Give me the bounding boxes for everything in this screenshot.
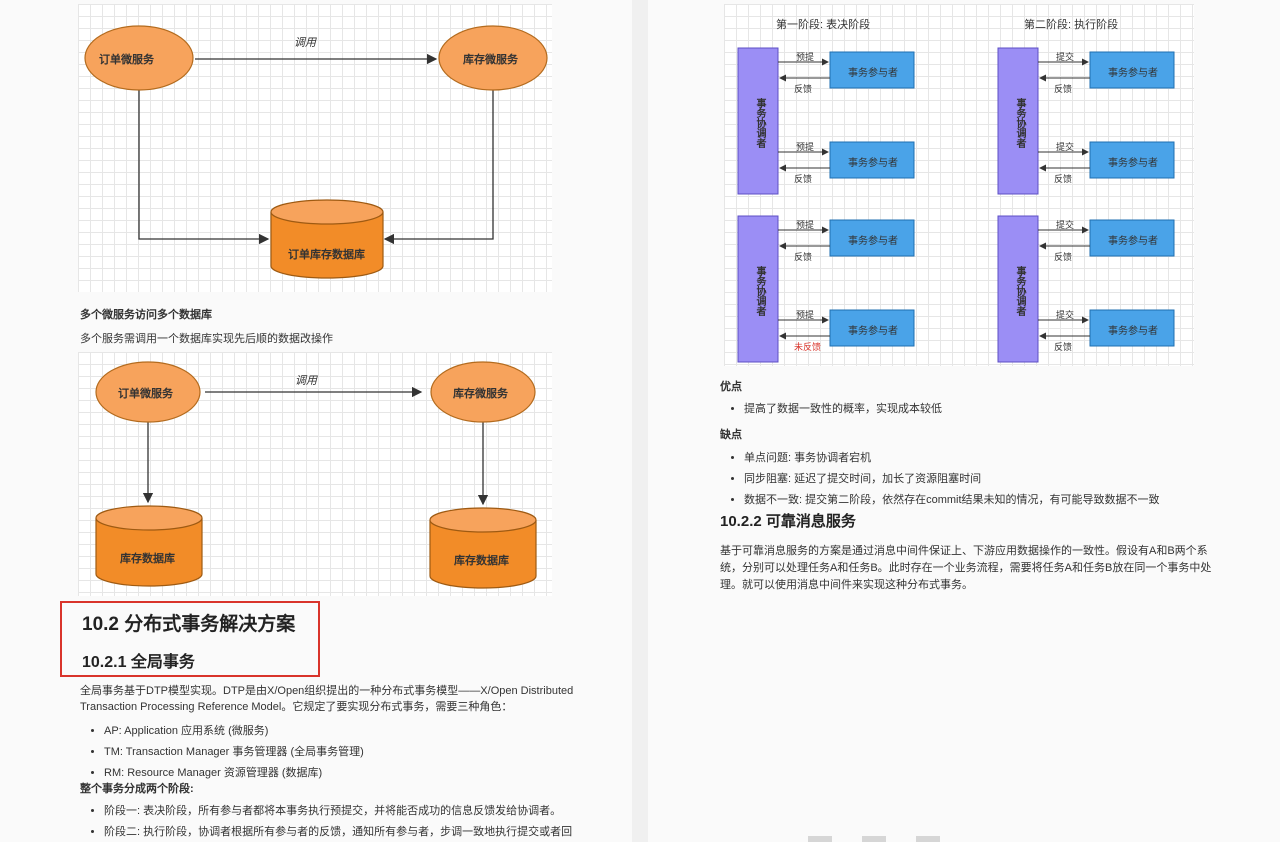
cons-list: 单点问题: 事务协调者宕机 同步阻塞: 延迟了提交时间，加长了资源阻塞时间 数据… (726, 449, 1160, 512)
request-label-q4-1: 提交 (1056, 310, 1075, 320)
heading-10-2-1: 10.2.1 全局事务 (82, 654, 195, 671)
phase1-title: 第一阶段: 表决阶段 (776, 19, 871, 31)
shared-db-cylinder (270, 199, 384, 279)
order-to-db-arrow (138, 90, 270, 245)
response-label-q1-1: 反馈 (794, 174, 813, 184)
cons-title: 缺点 (720, 429, 742, 441)
participant-label-q3-0: 事务参与者 (848, 236, 898, 247)
order-service-label: 订单微服务 (99, 54, 154, 66)
pros-title: 优点 (720, 381, 742, 393)
order-service-label-2: 订单微服务 (118, 388, 173, 400)
inventory-service-label-2: 库存微服务 (453, 388, 508, 400)
participant-label-q2-0: 事务参与者 (1108, 68, 1158, 79)
request-label-q2-0: 提交 (1056, 52, 1075, 62)
request-label-q2-1: 提交 (1056, 142, 1075, 152)
list-item: 单点问题: 事务协调者宕机 (744, 449, 1160, 465)
inventory-service-node (438, 25, 548, 91)
db-left-label: 库存数据库 (120, 553, 175, 565)
db-left-cylinder (95, 505, 203, 587)
response-label-q1-0: 反馈 (794, 84, 813, 94)
response-label-q4-0: 反馈 (1054, 252, 1073, 262)
scrollbar[interactable] (916, 836, 940, 842)
request-label-q4-0: 提交 (1056, 220, 1075, 230)
order-service-node (84, 25, 194, 91)
participant-label-q4-1: 事务参与者 (1108, 326, 1158, 337)
diagram-separate-databases-svg (95, 361, 537, 589)
reliable-msg-line3: 理。就可以使用消息中间件来实现这种分布式事务。 (720, 579, 973, 591)
coordinator-box-q3 (737, 215, 779, 363)
request-label-q1-0: 预提 (796, 52, 815, 62)
list-item: 同步阻塞: 延迟了提交时间，加长了资源阻塞时间 (744, 470, 1160, 486)
response-label-q2-1: 反馈 (1054, 174, 1073, 184)
response-label-q4-1: 反馈 (1054, 342, 1073, 352)
two-phase-commit-svg (737, 47, 1175, 363)
diagram-separate-databases: 调用 订单微服务 库存微服务 库存数据库 库存数据库 (78, 352, 552, 596)
request-label-q3-1: 预提 (796, 310, 815, 320)
participant-box-q2-0 (1089, 51, 1175, 89)
list-item: 数据不一致: 提交第二阶段，依然存在commit结果未知的情况，有可能导致数据不… (744, 491, 1160, 507)
global-tx-intro-line1: 全局事务基于DTP模型实现。DTP是由X/Open组织提出的一种分布式事务模型—… (80, 685, 574, 697)
participant-box-q2-1 (1089, 141, 1175, 179)
call-label: 调用 (294, 37, 316, 49)
participant-box-q4-0 (1089, 219, 1175, 257)
response-label-q3-1: 未反馈 (794, 342, 822, 352)
list-item: 提高了数据一致性的概率，实现成本较低 (744, 400, 942, 416)
reliable-msg-line1: 基于可靠消息服务的方案是通过消息中间件保证上、下游应用数据操作的一致性。假设有A… (720, 545, 1208, 557)
participant-label-q2-1: 事务参与者 (1108, 158, 1158, 169)
heading-10-2-2: 10.2.2 可靠消息服务 (720, 513, 856, 530)
participant-box-q3-0 (829, 219, 915, 257)
participant-label-q3-1: 事务参与者 (848, 326, 898, 337)
pros-list: 提高了数据一致性的概率，实现成本较低 (726, 400, 942, 421)
list-item: 阶段一: 表决阶段，所有参与者都将本事务执行预提交，并将能否成功的信息反馈发给协… (104, 802, 572, 818)
db-right-cylinder (429, 507, 537, 589)
request-label-q3-0: 预提 (796, 220, 815, 230)
coordinator-box-q2 (997, 47, 1039, 195)
phase2-title: 第二阶段: 执行阶段 (1024, 19, 1119, 31)
request-label-q1-1: 预提 (796, 142, 815, 152)
heading-10-2: 10.2 分布式事务解决方案 (82, 614, 296, 635)
list-item: TM: Transaction Manager 事务管理器 (全局事务管理) (104, 743, 364, 759)
global-tx-intro-line2: Transaction Processing Reference Model。它… (80, 701, 513, 713)
list-item: 阶段二: 执行阶段，协调者根据所有参与者的反馈，通知所有参与者，步调一致地执行提… (104, 823, 572, 839)
inventory-to-db-arrow (383, 90, 494, 245)
roles-list: AP: Application 应用系统 (微服务) TM: Transacti… (86, 722, 364, 785)
section-a-text: 多个服务需调用一个数据库实现先后顺的数据改操作 (80, 333, 333, 345)
diagram-shared-database-svg (84, 25, 548, 279)
participant-box-q4-1 (1089, 309, 1175, 347)
diagram-shared-database: 调用 订单微服务 库存微服务 订单库存数据库 (78, 4, 552, 292)
participant-box-q1-0 (829, 51, 915, 89)
call-label-2: 调用 (295, 375, 317, 387)
two-phase-commit-diagram: 第一阶段: 表决阶段 第二阶段: 执行阶段 事务协调者事务参与者预提反馈事务参与… (724, 4, 1194, 366)
coordinator-label-q3: 事务协调者 (754, 266, 765, 316)
order-service-node-2 (95, 361, 201, 423)
participant-box-q1-1 (829, 141, 915, 179)
phases-list: 阶段一: 表决阶段，所有参与者都将本事务执行预提交，并将能否成功的信息反馈发给协… (86, 802, 572, 844)
participant-label-q1-1: 事务参与者 (848, 158, 898, 169)
list-item: RM: Resource Manager 资源管理器 (数据库) (104, 764, 364, 780)
db-right-label: 库存数据库 (454, 555, 509, 567)
scrollbar[interactable] (808, 836, 832, 842)
participant-box-q3-1 (829, 309, 915, 347)
participant-label-q4-0: 事务参与者 (1108, 236, 1158, 247)
phases-title: 整个事务分成两个阶段: (80, 783, 194, 795)
reliable-msg-line2: 统，分别可以处理任务A和任务B。此时存在一个业务流程，需要将任务A和任务B放在同… (720, 562, 1212, 574)
scrollbar[interactable] (862, 836, 886, 842)
coordinator-label-q1: 事务协调者 (754, 98, 765, 148)
shared-db-label: 订单库存数据库 (288, 249, 365, 261)
section-a-title: 多个微服务访问多个数据库 (80, 309, 212, 321)
coordinator-label-q4: 事务协调者 (1014, 266, 1025, 316)
coordinator-label-q2: 事务协调者 (1014, 98, 1025, 148)
highlight-box (60, 601, 320, 677)
participant-label-q1-0: 事务参与者 (848, 68, 898, 79)
inventory-service-node-2 (430, 361, 536, 423)
response-label-q2-0: 反馈 (1054, 84, 1073, 94)
inventory-service-label: 库存微服务 (463, 54, 518, 66)
response-label-q3-0: 反馈 (794, 252, 813, 262)
coordinator-box-q4 (997, 215, 1039, 363)
page-gutter (632, 0, 648, 842)
coordinator-box-q1 (737, 47, 779, 195)
list-item: AP: Application 应用系统 (微服务) (104, 722, 364, 738)
